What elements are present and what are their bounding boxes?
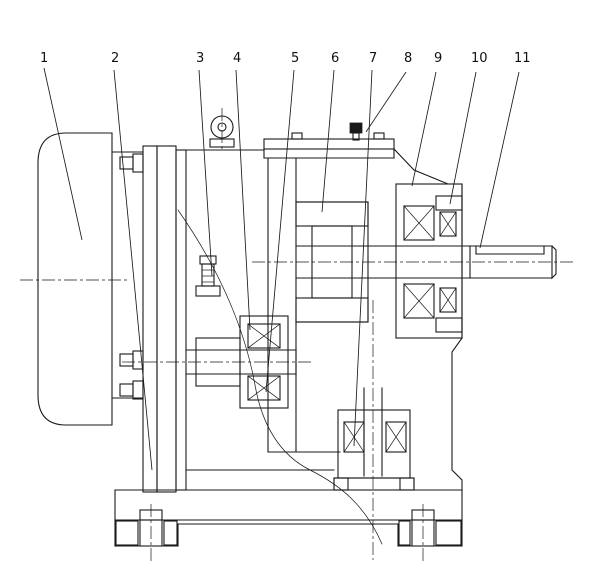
top-cover bbox=[185, 132, 395, 159]
stud-bolt bbox=[195, 255, 221, 297]
callout-leader-8 bbox=[365, 71, 407, 133]
section-break-line bbox=[177, 209, 383, 545]
callout-label-9: 9 bbox=[434, 51, 442, 66]
breather-plug bbox=[349, 122, 363, 141]
foot-left bbox=[115, 504, 178, 562]
callout-leader-2 bbox=[113, 69, 153, 471]
base bbox=[114, 489, 463, 562]
input-shaft bbox=[122, 315, 312, 409]
callout-label-5: 5 bbox=[291, 51, 299, 66]
foot-right bbox=[398, 504, 462, 562]
callout-label-8: 8 bbox=[404, 51, 412, 66]
eyebolt bbox=[209, 108, 235, 152]
flange-bolts bbox=[119, 153, 144, 400]
callout-label-7: 7 bbox=[369, 51, 377, 66]
callout-leader-6 bbox=[321, 69, 335, 213]
motor-housing bbox=[20, 132, 144, 426]
callout-leader-4 bbox=[235, 69, 251, 331]
callout-label-10: 10 bbox=[471, 51, 488, 66]
callout-labels: 1 2 3 4 5 6 7 8 9 10 11 bbox=[40, 51, 531, 66]
vertical-shaft bbox=[333, 300, 415, 560]
output-shaft bbox=[252, 245, 574, 280]
callout-label-6: 6 bbox=[331, 51, 339, 66]
callout-label-11: 11 bbox=[514, 51, 531, 66]
callout-label-4: 4 bbox=[233, 51, 241, 66]
callout-leader-10 bbox=[449, 71, 477, 205]
callout-leader-3 bbox=[198, 69, 213, 277]
callout-leaders bbox=[43, 67, 520, 471]
output-gear bbox=[295, 201, 369, 323]
output-bearing-block bbox=[395, 183, 463, 339]
callout-leader-9 bbox=[411, 71, 437, 187]
callout-leader-1 bbox=[43, 67, 83, 241]
callout-label-3: 3 bbox=[196, 51, 204, 66]
callout-leader-7 bbox=[353, 69, 373, 447]
callout-label-2: 2 bbox=[111, 51, 119, 66]
callout-label-1: 1 bbox=[40, 51, 48, 66]
callout-leader-5 bbox=[265, 69, 295, 393]
callout-leader-11 bbox=[479, 71, 520, 249]
